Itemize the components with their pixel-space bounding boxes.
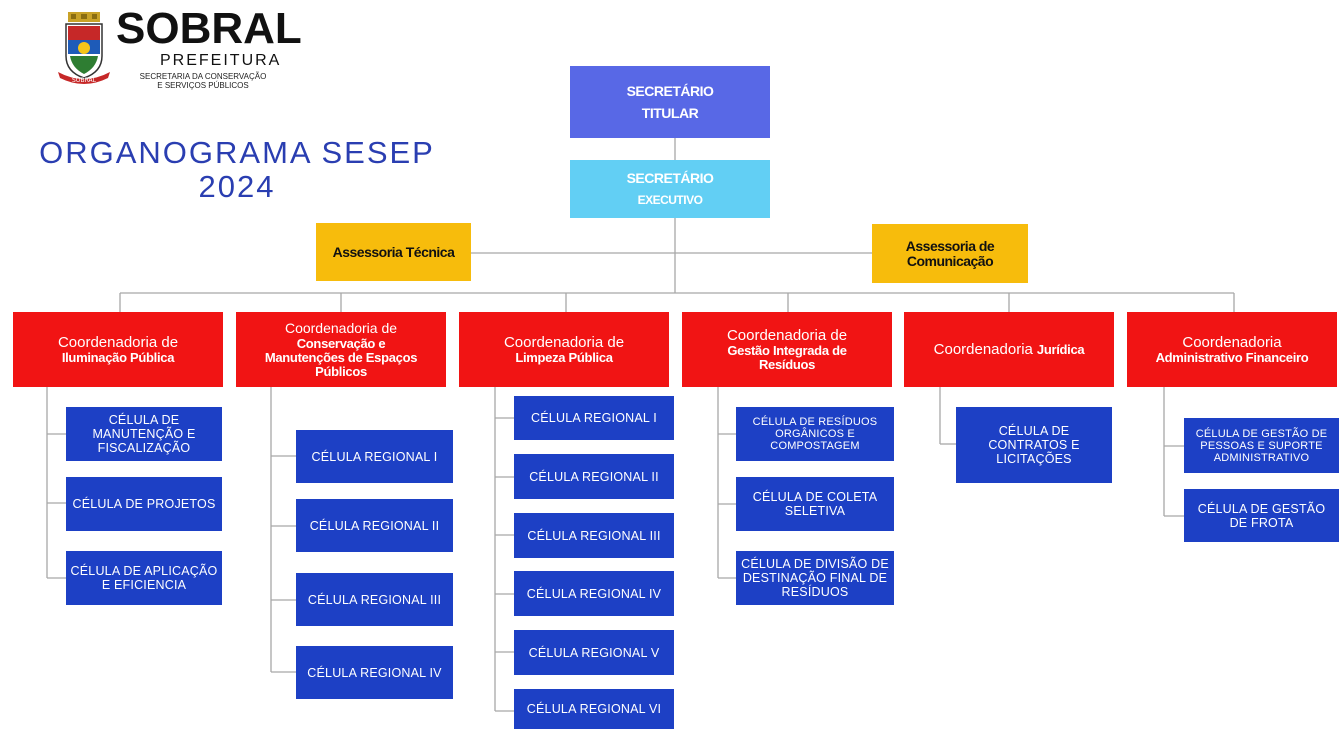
assessoria-comunicacao-line2: Comunicação (906, 252, 994, 269)
coord-administrativo-prefix: Coordenadoria (1182, 334, 1282, 351)
page-title: ORGANOGRAMA SESEP 2024 (12, 136, 462, 204)
assessoria-tecnica-box: Assessoria Técnica (316, 223, 471, 281)
coord-administrativo-name: Administrativo Financeiro (1155, 350, 1309, 365)
cell-label: CÉLULA REGIONAL II (529, 469, 659, 484)
cell-label: CÉLULA DE DIVISÃO DE DESTINAÇÃO FINAL DE… (741, 557, 889, 599)
coord-residuos-name1: Gestão Integrada de (727, 343, 847, 358)
assessoria-comunicacao-line1: Assessoria de (905, 237, 995, 254)
coord-iluminacao-name: Iluminação Pública (61, 350, 175, 365)
secretario-executivo-line1: SECRETÁRIO (626, 170, 714, 186)
coord-conservacao-prefix: Coordenadoria de (284, 320, 398, 336)
cell-limp-regional-4: CÉLULA REGIONAL IV (514, 571, 674, 616)
city-crest-icon: SOBRAL (58, 12, 110, 84)
logo-secretaria-line1: SECRETARIA DA CONSERVAÇÃO (139, 72, 267, 81)
cell-label: CÉLULA REGIONAL VI (526, 702, 662, 716)
cell-label: CÉLULA REGIONAL III (307, 592, 442, 607)
cell-label: CÉLULA REGIONAL IV (526, 586, 662, 601)
coord-limpeza-prefix: Coordenadoria de (503, 334, 625, 351)
prefeitura-logo: SOBRAL SOBRAL PREFEITURA SECRETARIA DA C… (58, 4, 302, 100)
cell-label: CÉLULA DE RESÍDUOS ORGÂNICOS E COMPOSTAG… (752, 416, 878, 452)
page-title-line2: 2024 (198, 169, 276, 204)
coord-conservacao-box: Coordenadoria de Conservação e Manutençõ… (236, 312, 446, 387)
secretario-executivo-line2: EXECUTIVO (637, 193, 703, 207)
secretario-titular-line2: TITULAR (641, 105, 699, 121)
cell-label: CÉLULA REGIONAL II (309, 518, 440, 533)
coord-juridica-row: Coordenadoria Jurídica (934, 341, 1085, 358)
cell-ilum-aplicacao: CÉLULA DE APLICAÇÃO E EFICIENCIA (66, 551, 222, 605)
assessoria-tecnica-label: Assessoria Técnica (332, 243, 455, 260)
coord-administrativo-box: Coordenadoria Administrativo Financeiro (1127, 312, 1337, 387)
cell-label: CÉLULA REGIONAL IV (307, 665, 442, 680)
cell-label: CÉLULA REGIONAL I (311, 449, 438, 464)
crest-ribbon-text: SOBRAL (72, 77, 97, 84)
cell-ilum-manutencao: CÉLULA DE MANUTENÇÃO E FISCALIZAÇÃO (66, 407, 222, 461)
cell-limp-regional-5: CÉLULA REGIONAL V (514, 630, 674, 675)
cell-label: CÉLULA REGIONAL III (527, 528, 661, 543)
cell-res-organicos: CÉLULA DE RESÍDUOS ORGÂNICOS E COMPOSTAG… (736, 407, 894, 461)
logo-name: SOBRAL (116, 4, 302, 53)
cell-cons-regional-1: CÉLULA REGIONAL I (296, 430, 453, 483)
cell-label: CÉLULA REGIONAL V (528, 645, 660, 660)
cell-cons-regional-3: CÉLULA REGIONAL III (296, 573, 453, 626)
secretario-titular-line1: SECRETÁRIO (626, 83, 714, 99)
cell-label: CÉLULA DE PROJETOS (72, 497, 216, 511)
coord-limpeza-name: Limpeza Pública (515, 350, 613, 365)
coord-iluminacao-prefix: Coordenadoria de (57, 334, 179, 351)
cell-label: CÉLULA DE APLICAÇÃO E EFICIENCIA (70, 564, 218, 592)
cell-label: CÉLULA REGIONAL I (531, 411, 657, 425)
cell-label: CÉLULA DE GESTÃO DE FROTA (1197, 501, 1326, 530)
cell-limp-regional-6: CÉLULA REGIONAL VI (514, 689, 674, 729)
cell-label: CÉLULA DE GESTÃO DE PESSOAS E SUPORTE AD… (1195, 427, 1328, 464)
coord-residuos-prefix: Coordenadoria de (726, 327, 848, 344)
cell-label: CÉLULA DE MANUTENÇÃO E FISCALIZAÇÃO (92, 413, 196, 455)
coord-iluminacao-box: Coordenadoria de Iluminação Pública (13, 312, 223, 387)
cell-limp-regional-3: CÉLULA REGIONAL III (514, 513, 674, 558)
cell-label: CÉLULA DE COLETA SELETIVA (752, 490, 878, 518)
cell-jur-contratos: CÉLULA DE CONTRATOS E LICITAÇÕES (956, 407, 1112, 483)
coord-juridica-box: Coordenadoria Jurídica (904, 312, 1114, 387)
cell-cons-regional-4: CÉLULA REGIONAL IV (296, 646, 453, 699)
coord-conservacao-name2: Manutenções de Espaços Públicos (264, 350, 418, 379)
cell-adm-frota: CÉLULA DE GESTÃO DE FROTA (1184, 489, 1339, 542)
secretario-executivo-box: SECRETÁRIO EXECUTIVO (570, 160, 770, 218)
assessoria-comunicacao-box: Assessoria de Comunicação (872, 224, 1028, 283)
coord-residuos-box: Coordenadoria de Gestão Integrada de Res… (682, 312, 892, 387)
cell-res-coleta: CÉLULA DE COLETA SELETIVA (736, 477, 894, 531)
logo-secretaria-line2: E SERVIÇOS PÚBLICOS (157, 81, 249, 90)
coord-juridica-prefix: Coordenadoria (933, 341, 1033, 358)
cell-res-destinacao: CÉLULA DE DIVISÃO DE DESTINAÇÃO FINAL DE… (736, 551, 894, 605)
coord-limpeza-box: Coordenadoria de Limpeza Pública (459, 312, 669, 387)
cell-limp-regional-2: CÉLULA REGIONAL II (514, 454, 674, 499)
cell-adm-pessoas: CÉLULA DE GESTÃO DE PESSOAS E SUPORTE AD… (1184, 418, 1339, 473)
secretario-titular-box: SECRETÁRIO TITULAR (570, 66, 770, 138)
cell-label: CÉLULA DE CONTRATOS E LICITAÇÕES (988, 424, 1080, 466)
logo-secretaria: SECRETARIA DA CONSERVAÇÃO E SERVIÇOS PÚB… (118, 72, 288, 90)
cell-limp-regional-1: CÉLULA REGIONAL I (514, 396, 674, 440)
cell-ilum-projetos: CÉLULA DE PROJETOS (66, 477, 222, 531)
coord-conservacao-name1: Conservação e (296, 336, 386, 351)
coord-juridica-name: Jurídica (1036, 342, 1085, 357)
logo-subtitle: PREFEITURA (160, 52, 282, 69)
coord-residuos-name2: Resíduos (758, 357, 816, 372)
page-title-line1: ORGANOGRAMA SESEP (39, 135, 435, 170)
cell-cons-regional-2: CÉLULA REGIONAL II (296, 499, 453, 552)
